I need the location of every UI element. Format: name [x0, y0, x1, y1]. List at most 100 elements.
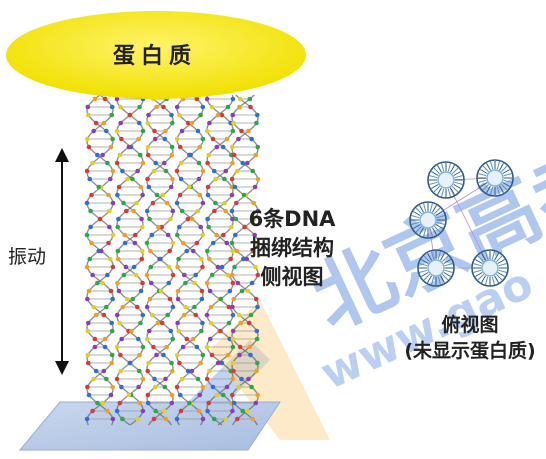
nucleotide-dot — [136, 336, 141, 342]
nucleotide-dot — [106, 192, 111, 198]
nucleotide-dot — [166, 264, 172, 270]
nucleotide-dot — [133, 272, 139, 278]
nucleotide-dot — [236, 136, 241, 142]
nucleotide-dot — [168, 328, 174, 334]
nucleotide-dot — [230, 280, 236, 286]
nucleotide-dot — [126, 392, 132, 398]
nucleotide-dot — [127, 360, 133, 366]
nucleotide-dot — [140, 312, 146, 318]
side-caption-line-2: 捆绑结构 — [250, 236, 334, 260]
nucleotide-dot — [231, 368, 236, 374]
nucleotide-dot — [145, 120, 150, 126]
nucleotide-dot — [174, 384, 180, 390]
nucleotide-dot — [105, 160, 110, 166]
nucleotide-dot — [230, 344, 236, 350]
nucleotide-dot — [163, 128, 168, 134]
nucleotide-dot — [135, 304, 140, 310]
nucleotide-dot — [195, 208, 201, 214]
nucleotide-dot — [179, 376, 185, 382]
nucleotide-dot — [84, 168, 90, 174]
nucleotide-dot — [174, 200, 180, 206]
nucleotide-dot — [177, 392, 183, 398]
nucleotide-dot — [204, 376, 210, 382]
nucleotide-dot — [205, 184, 211, 190]
nucleotide-dot — [96, 184, 101, 190]
nucleotide-dot — [196, 408, 202, 414]
nucleotide-dot — [165, 232, 171, 238]
nucleotide-dot — [187, 184, 192, 190]
nucleotide-dot — [178, 160, 184, 166]
top-caption-line-2: (未显示蛋白质) — [404, 340, 536, 362]
nucleotide-dot — [251, 216, 257, 222]
nucleotide-dot — [197, 392, 203, 398]
nucleotide-dot — [114, 312, 120, 318]
nucleotide-dot — [168, 184, 174, 190]
nucleotide-dot — [255, 176, 261, 182]
nucleotide-dot — [137, 120, 142, 126]
nucleotide-dot — [101, 120, 107, 126]
nucleotide-dot — [119, 136, 124, 142]
nucleotide-dot — [109, 360, 114, 366]
nucleotide-dot — [255, 240, 261, 246]
nucleotide-dot — [234, 200, 239, 206]
nucleotide-dot — [200, 104, 206, 110]
nucleotide-dot — [231, 296, 237, 302]
nucleotide-dot — [185, 368, 191, 374]
nucleotide-dot — [199, 328, 204, 334]
nucleotide-dot — [222, 176, 227, 182]
nucleotide-dot — [136, 384, 141, 390]
nucleotide-dot — [174, 136, 180, 142]
nucleotide-dot — [158, 288, 164, 294]
nucleotide-dot — [163, 168, 169, 174]
nucleotide-dot — [108, 288, 114, 294]
nucleotide-dot — [118, 368, 123, 374]
nucleotide-dot — [206, 224, 211, 230]
nucleotide-dot — [230, 112, 235, 118]
nucleotide-dot — [110, 264, 116, 270]
nucleotide-dot — [247, 96, 253, 102]
nucleotide-dot — [104, 376, 109, 382]
nucleotide-dot — [175, 320, 180, 326]
nucleotide-dot — [252, 232, 257, 238]
nucleotide-dot — [211, 416, 217, 422]
nucleotide-dot — [253, 152, 259, 158]
nucleotide-dot — [162, 384, 168, 390]
nucleotide-dot — [107, 224, 112, 230]
nucleotide-dot — [206, 400, 211, 406]
nucleotide-dot — [147, 296, 153, 302]
nucleotide-dot — [169, 112, 174, 118]
nucleotide-dot — [88, 208, 93, 214]
nucleotide-dot — [122, 232, 127, 238]
nucleotide-dot — [240, 160, 245, 166]
nucleotide-dot — [117, 152, 123, 158]
nucleotide-dot — [108, 392, 114, 398]
nucleotide-dot — [95, 400, 100, 406]
nucleotide-dot — [176, 256, 181, 262]
nucleotide-dot — [174, 416, 180, 422]
nucleotide-dot — [116, 216, 121, 222]
nucleotide-dot — [209, 272, 215, 278]
nucleotide-dot — [246, 320, 252, 326]
nucleotide-dot — [177, 224, 182, 230]
nucleotide-dot — [224, 240, 230, 246]
nucleotide-dot — [230, 96, 236, 102]
nucleotide-dot — [226, 304, 232, 310]
nucleotide-dot — [229, 176, 235, 182]
nucleotide-dot — [85, 104, 91, 110]
nucleotide-dot — [102, 344, 108, 350]
nucleotide-dot — [163, 416, 169, 422]
nucleotide-dot — [209, 104, 215, 110]
nucleotide-dot — [161, 352, 166, 358]
nucleotide-dot — [198, 360, 203, 366]
nucleotide-dot — [170, 304, 176, 310]
nucleotide-dot — [99, 248, 104, 254]
nucleotide-dot — [154, 192, 160, 198]
nucleotide-dot — [255, 208, 261, 214]
nucleotide-dot — [133, 232, 138, 238]
side-caption-line-1: 6条DNA — [248, 207, 336, 231]
nucleotide-dot — [115, 256, 121, 262]
nucleotide-dot — [235, 168, 240, 174]
nucleotide-dot — [152, 136, 158, 142]
top-view-rings — [409, 159, 514, 287]
nucleotide-dot — [149, 232, 155, 238]
